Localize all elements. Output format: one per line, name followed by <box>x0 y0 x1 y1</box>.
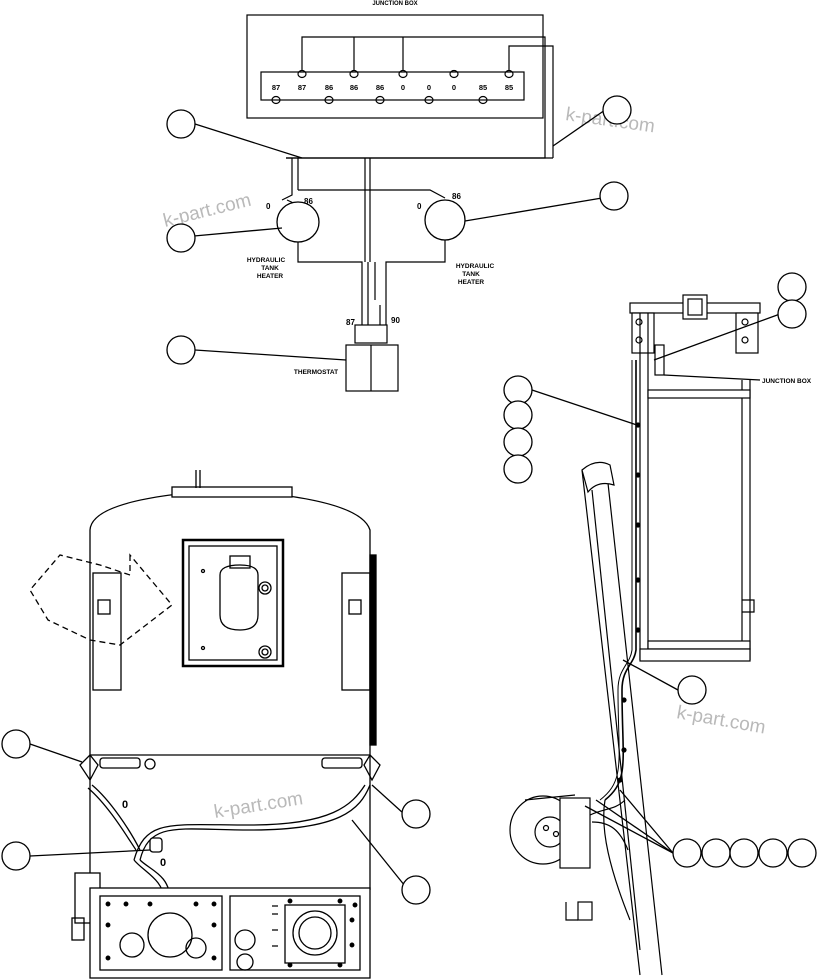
thermostat-terminal-90: 90 <box>391 316 400 325</box>
callout-circle <box>729 838 759 868</box>
heater-left-label-3: HEATER <box>257 273 284 280</box>
callout-circle <box>602 95 632 125</box>
callout-circle <box>503 375 533 405</box>
callout-circle <box>677 675 707 705</box>
junction-box-title: JUNCTION BOX <box>372 1 417 7</box>
callout-circle <box>777 299 807 329</box>
callout-circle <box>672 838 702 868</box>
drain-label-1: 0 <box>122 799 128 811</box>
watermark-3: k-part.com <box>675 702 767 738</box>
terminal-strip <box>260 71 525 101</box>
callout-leader <box>371 784 404 814</box>
callout-leader <box>531 389 638 426</box>
callout-leader <box>464 197 603 222</box>
callout-circle <box>503 427 533 457</box>
thermostat-connector <box>354 324 388 344</box>
callout-leader <box>351 819 406 887</box>
junction-box-top <box>246 14 554 325</box>
heater-right: 0 86 HYDRAULIC TANK HEATER <box>417 192 494 286</box>
heater-right-circle <box>424 199 466 241</box>
callout-circle <box>758 838 788 868</box>
callout-leader <box>194 123 303 159</box>
jumper-wire-85 <box>508 45 554 158</box>
heater-left-label-2: TANK <box>261 265 279 272</box>
terminal-label-9: 85 <box>479 83 487 92</box>
callout-leader <box>29 849 151 857</box>
callouts-right <box>503 272 817 868</box>
tank-view <box>29 470 381 979</box>
heater-left-circle <box>276 201 320 243</box>
junction-box-outline <box>246 14 544 119</box>
callout-leader <box>653 313 781 361</box>
jumper-wire-main <box>286 36 546 159</box>
callout-circle <box>787 838 817 868</box>
watermark-4: k-part.com <box>212 788 304 823</box>
terminal-label-4: 86 <box>350 83 358 92</box>
thermostat-body <box>345 344 399 392</box>
thermostat <box>345 324 399 392</box>
callout-leader <box>622 659 679 691</box>
callout-circle <box>503 454 533 484</box>
heater-right-terminal-86: 86 <box>452 192 461 201</box>
callout-circle <box>1 841 31 871</box>
callout-circle <box>166 335 196 365</box>
heater-left: 0 86 HYDRAULIC TANK HEATER <box>247 197 320 280</box>
callout-circle <box>777 272 807 302</box>
terminal-label-6: 0 <box>401 83 405 92</box>
heater-right-label-3: HEATER <box>458 279 485 286</box>
callout-circle <box>166 109 196 139</box>
terminal-label-3: 86 <box>325 83 333 92</box>
callout-circle <box>503 400 533 430</box>
terminal-label-8: 0 <box>452 83 456 92</box>
callouts-top <box>166 95 632 365</box>
callout-leader <box>29 743 83 763</box>
heater-right-terminal-0: 0 <box>417 202 422 211</box>
side-view-assembly <box>509 294 761 976</box>
callout-circle <box>166 223 196 253</box>
heater-right-label-1: HYDRAULIC <box>456 263 495 270</box>
callout-circle <box>599 181 629 211</box>
tank-access-panel <box>181 538 285 668</box>
callout-leader <box>595 799 674 854</box>
thermostat-terminal-87: 87 <box>346 318 355 327</box>
heater-left-terminal-0: 0 <box>266 202 271 211</box>
callouts-tank <box>1 729 431 905</box>
heater-right-label-2: TANK <box>462 271 480 278</box>
terminal-circles <box>271 69 514 105</box>
side-harness <box>604 360 637 801</box>
callout-circle <box>701 838 731 868</box>
callout-leader <box>552 109 606 147</box>
callout-circle <box>401 875 431 905</box>
tank-body <box>89 489 371 756</box>
side-junction-box <box>654 344 665 376</box>
terminal-label-10: 85 <box>505 83 513 92</box>
drain-label-2: 0 <box>160 857 166 869</box>
callout-leader <box>193 227 283 237</box>
callout-circle <box>401 799 431 829</box>
terminal-label-2: 87 <box>298 83 306 92</box>
callout-leader <box>194 349 347 361</box>
terminal-label-7: 0 <box>427 83 431 92</box>
optional-component-dashed <box>29 553 173 646</box>
callout-circle <box>1 729 31 759</box>
terminal-labels: 87 87 86 86 86 0 0 0 85 85 <box>272 83 513 92</box>
heater-left-terminal-86: 86 <box>304 197 313 206</box>
callout-leader <box>663 374 761 381</box>
thermostat-label: THERMOSTAT <box>294 369 338 376</box>
terminal-label-1: 87 <box>272 83 280 92</box>
side-junction-box-label: JUNCTION BOX <box>762 378 812 385</box>
terminal-label-5: 86 <box>376 83 384 92</box>
heater-left-label-1: HYDRAULIC <box>247 257 286 264</box>
